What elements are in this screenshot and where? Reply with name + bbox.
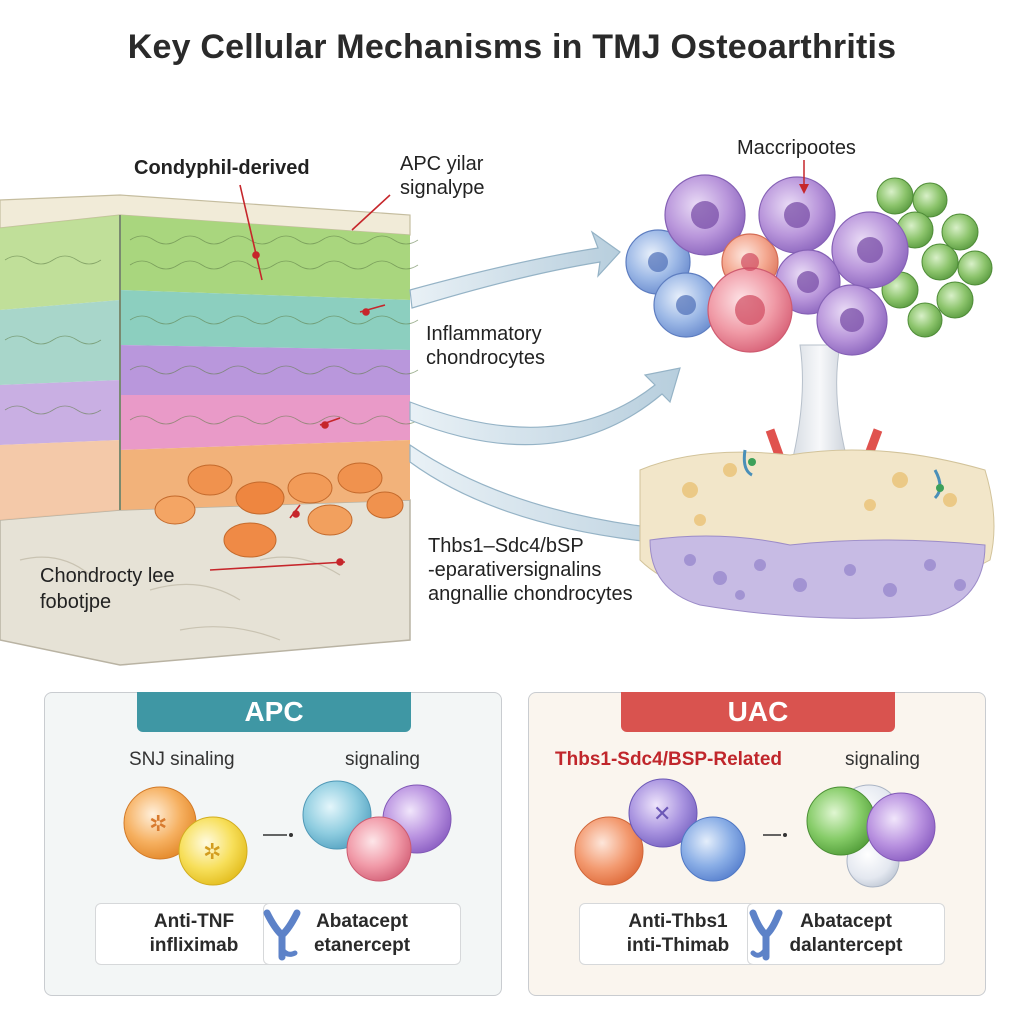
antibody-icon xyxy=(263,909,301,961)
uac-sub-left: Thbs1-Sdc4/BSP-Related xyxy=(555,749,782,770)
label-chondrocyte-line2: fobotjpe xyxy=(40,591,112,613)
svg-text:✲: ✲ xyxy=(149,812,167,837)
page-title: Key Cellular Mechanisms in TMJ Osteoarth… xyxy=(127,28,897,66)
uac-cell-graphic: ✕ xyxy=(574,778,936,888)
apc-sub-left: SNJ sinaling xyxy=(129,749,235,770)
apc-panel: APC SNJ sinaling signaling ✲ ✲ Anti-TNF … xyxy=(44,692,502,996)
label-macrophages: Maccripootes xyxy=(737,137,856,159)
uac-panel-tab: UAC xyxy=(621,692,895,732)
orange-chondrocytes xyxy=(154,462,404,558)
macrophage-cluster xyxy=(625,160,995,619)
apc-drug-box-1: Anti-TNF infliximab xyxy=(95,903,293,965)
apc-sub-right: signaling xyxy=(345,749,420,770)
label-thbs-line1: Thbs1–Sdc4/bSP xyxy=(428,535,584,557)
uac-drug1-line2: inti-Thimab xyxy=(626,935,730,956)
uac-drug2-line1: Abatacept xyxy=(800,911,892,932)
antibody-icon xyxy=(749,909,783,961)
uac-drug2-line2: dalantercept xyxy=(789,935,903,956)
cartilage-tissue-block xyxy=(0,184,419,666)
label-inflammatory-line2: chondrocytes xyxy=(426,347,545,369)
uac-sub-right: signaling xyxy=(845,749,920,770)
uac-drug1-line1: Anti-Thbs1 xyxy=(628,911,728,932)
mechanism-illustration xyxy=(0,160,995,666)
svg-text:✲: ✲ xyxy=(203,840,221,865)
label-inflammatory-line1: Inflammatory xyxy=(426,323,542,345)
label-thbs-line3: angnallie chondrocytes xyxy=(428,583,633,605)
apc-panel-tab: APC xyxy=(137,692,411,732)
apc-drug2-line1: Abatacept xyxy=(316,911,408,932)
apc-cell-graphic: ✲ ✲ xyxy=(123,780,452,886)
svg-text:✕: ✕ xyxy=(653,802,671,827)
label-chondrocyte-line1: Chondrocty lee xyxy=(40,565,175,587)
label-apc-line2: signalype xyxy=(400,177,485,199)
uac-drug-box-1: Anti-Thbs1 inti-Thimab xyxy=(579,903,777,965)
apc-drug1-line2: infliximab xyxy=(149,935,239,956)
label-thbs-line2: -eparativersignalins xyxy=(428,559,602,581)
uac-panel: UAC Thbs1-Sdc4/BSP-Related signaling ✕ A… xyxy=(528,692,986,996)
apc-drug2-line2: etanercept xyxy=(313,935,411,956)
apc-drug1-line1: Anti-TNF xyxy=(153,911,235,932)
label-condyphil: Condyphil-derived xyxy=(134,157,310,179)
label-apc-line1: APC yilar xyxy=(400,153,484,175)
